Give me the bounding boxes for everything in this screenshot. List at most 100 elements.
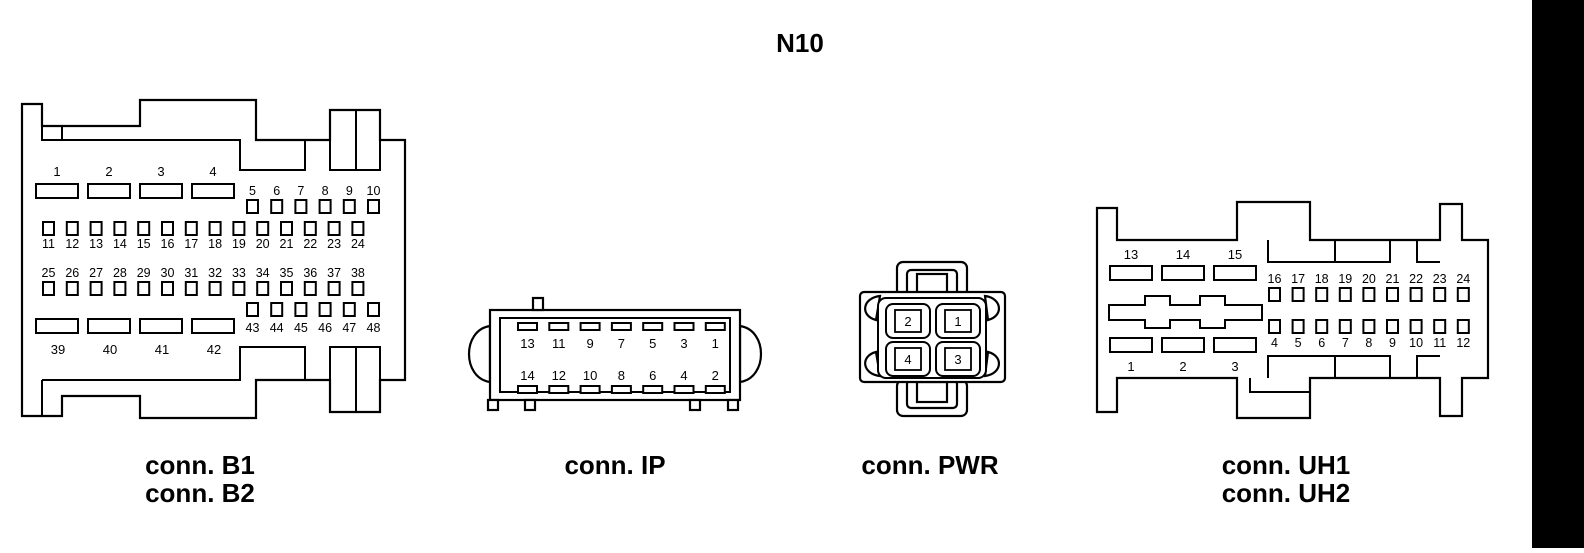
pin-label: 47 xyxy=(342,321,356,335)
cavity xyxy=(294,199,308,214)
cavity xyxy=(642,322,664,331)
cavity xyxy=(280,281,293,296)
cavity xyxy=(318,302,332,317)
cavity xyxy=(256,281,270,296)
b-large-top-row: 1 2 3 4 xyxy=(35,164,235,199)
pin-label: 10 xyxy=(1409,336,1423,350)
pin-label: 1 xyxy=(954,314,961,329)
cavity xyxy=(367,302,380,317)
pin-label: 23 xyxy=(1433,272,1447,286)
pin-label: 27 xyxy=(89,266,103,280)
pin-label: 5 xyxy=(249,184,256,198)
ip-tab xyxy=(486,398,500,412)
cavity xyxy=(137,221,151,236)
pin-label: 2 xyxy=(904,314,911,329)
pin-label: 4 xyxy=(680,368,687,383)
cavity xyxy=(318,199,332,214)
pin-label: 41 xyxy=(155,342,169,357)
pin-label: 22 xyxy=(1409,272,1423,286)
pin-label: 26 xyxy=(65,266,79,280)
cavity xyxy=(1268,287,1281,302)
pin-label: 13 xyxy=(89,237,103,251)
pwr-cavity xyxy=(935,341,981,377)
pin-label: 29 xyxy=(137,266,151,280)
pin-label: 34 xyxy=(256,266,270,280)
pin-label: 30 xyxy=(161,266,175,280)
pin-label: 44 xyxy=(270,321,284,335)
pin-label: 4 xyxy=(1271,336,1278,350)
cavity xyxy=(42,281,55,296)
pin-label: 15 xyxy=(1228,247,1242,262)
cavity xyxy=(548,322,570,331)
cavity xyxy=(184,281,198,296)
pin-label: 36 xyxy=(303,266,317,280)
pin-label: 32 xyxy=(208,266,222,280)
cavity xyxy=(1362,287,1376,302)
pin-label: 25 xyxy=(42,266,56,280)
cavity xyxy=(1409,319,1423,334)
cavity xyxy=(113,221,127,236)
cavity xyxy=(367,199,380,214)
cavity xyxy=(342,199,356,214)
ip-tab xyxy=(523,398,537,412)
cavity xyxy=(65,221,79,236)
cavity xyxy=(1315,319,1329,334)
cavity xyxy=(232,221,246,236)
pin-label: 6 xyxy=(273,184,280,198)
pin-label: 45 xyxy=(294,321,308,335)
pin-label: 38 xyxy=(351,266,365,280)
pin-label: 2 xyxy=(105,164,112,179)
cavity xyxy=(87,183,131,199)
cavity xyxy=(232,281,246,296)
cavity xyxy=(161,221,174,236)
cavity xyxy=(1213,265,1257,281)
cavity xyxy=(270,302,284,317)
uh-large-bottom-row: 1 2 3 xyxy=(1109,337,1257,374)
cavity xyxy=(65,281,79,296)
cavity xyxy=(327,221,341,236)
pin-label: 24 xyxy=(1456,272,1470,286)
pin-label: 5 xyxy=(649,336,656,351)
cavity xyxy=(1338,319,1352,334)
pin-label: 3 xyxy=(157,164,164,179)
cavity xyxy=(139,183,183,199)
pin-label: 39 xyxy=(51,342,65,357)
cavity xyxy=(161,281,174,296)
cavity xyxy=(246,302,259,317)
cavity xyxy=(610,385,632,394)
pin-label: 1 xyxy=(712,336,719,351)
cavity xyxy=(113,281,127,296)
pin-label: 2 xyxy=(1179,359,1186,374)
pin-label: 24 xyxy=(351,237,365,251)
cavity xyxy=(1315,287,1329,302)
pwr-cavity xyxy=(885,341,931,377)
cavity xyxy=(246,199,259,214)
cavity xyxy=(704,322,726,331)
caption-ip: conn. IP xyxy=(564,450,665,480)
pin-label: 14 xyxy=(1176,247,1190,262)
pin-label: 3 xyxy=(954,352,961,367)
pin-label: 15 xyxy=(137,237,151,251)
right-edge-bar xyxy=(1532,0,1584,548)
cavity xyxy=(1456,287,1470,302)
pin-label: 12 xyxy=(552,368,566,383)
pin-label: 2 xyxy=(712,368,719,383)
caption-b1: conn. B1 xyxy=(145,450,255,480)
cavity xyxy=(704,385,726,394)
cavity xyxy=(327,281,341,296)
cavity xyxy=(139,318,183,334)
pin-label: 6 xyxy=(649,368,656,383)
cavity xyxy=(673,322,695,331)
pin-label: 43 xyxy=(246,321,260,335)
pin-label: 7 xyxy=(618,336,625,351)
pin-label: 42 xyxy=(207,342,221,357)
pin-label: 17 xyxy=(1291,272,1305,286)
cavity xyxy=(208,281,222,296)
pin-label: 8 xyxy=(322,184,329,198)
cavity xyxy=(270,199,284,214)
